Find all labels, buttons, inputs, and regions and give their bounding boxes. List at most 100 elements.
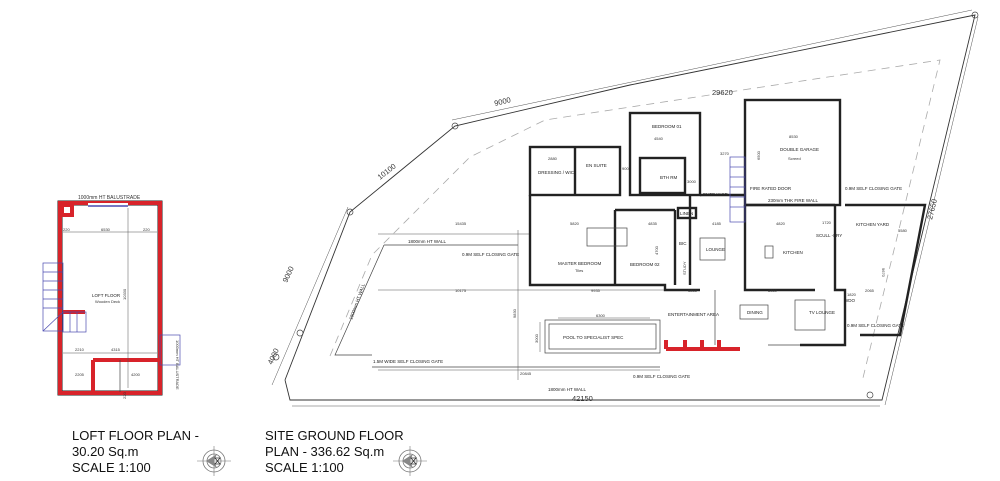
dim: 2880 — [548, 156, 558, 161]
room-label-bic: BIC — [679, 241, 687, 246]
loft-stair — [42, 262, 87, 333]
loft-balustrade-top-label: 1000mm HT BALUSTRADE — [78, 195, 141, 201]
loft-dim: 4200 — [131, 372, 141, 377]
pool — [544, 319, 661, 354]
room-label-bedroom02: BEDROOM 02 — [630, 262, 660, 267]
dim: 4835 — [648, 221, 658, 226]
boundary-dim: 42150 — [572, 394, 593, 403]
dim: 9830 — [512, 308, 517, 318]
site-plan-title: SITE GROUND FLOOR PLAN - 336.62 Sq.m SCA… — [265, 428, 404, 476]
room-label-bedroom01: BEDROOM 01 — [652, 124, 682, 129]
loft-dim: 10330 — [122, 288, 127, 300]
title-line: PLAN - 336.62 Sq.m — [265, 444, 385, 459]
room-label-study: STUDY — [682, 261, 687, 275]
pool-label: POOL TO SPECIALIST SPEC — [563, 335, 624, 340]
building-setback-line — [329, 59, 941, 383]
dim: 3000 — [687, 179, 697, 184]
dim: 2065 — [865, 288, 875, 293]
dim: 3000 — [534, 333, 539, 343]
room-label-kitchen-yard: KITCHEN YARD — [856, 222, 890, 227]
wall-note: 1800mm HT WALL — [548, 387, 587, 392]
dim: 6500 — [756, 150, 761, 160]
dim: 4540 — [654, 136, 664, 141]
dim: 1720 — [822, 220, 832, 225]
loft-dim: 6530 — [101, 227, 111, 232]
building-walls — [528, 98, 927, 347]
title-line: SCALE 1:100 — [72, 460, 151, 475]
dim: 8530 — [789, 134, 799, 139]
loft-floor-plan: 1000mm HT BALUSTRADE 6530 220 220 10330 … — [42, 195, 181, 399]
furniture — [586, 227, 826, 331]
dim: 5820 — [570, 221, 580, 226]
gate-note: 0.9M SELF CLOSING GATE — [847, 323, 904, 328]
loft-dim: 2210 — [75, 347, 85, 352]
dim: 20845 — [520, 371, 532, 376]
room-label-entrance: ENTRANCE — [703, 192, 728, 197]
dim: 6300 — [596, 313, 606, 318]
title-line: SITE GROUND FLOOR — [265, 428, 404, 443]
fire-wall-label: 230mm THK FIRE WALL — [768, 198, 819, 203]
wall-note: 1800mm HT WALL — [408, 239, 447, 244]
loft-room-label: LOFT FLOOR — [92, 293, 121, 298]
room-finish: Tiles — [575, 268, 583, 273]
room-label-ensuite: EN SUITE — [586, 163, 607, 168]
loft-plan-title: LOFT FLOOR PLAN - 30.20 Sq.m SCALE 1:100 — [72, 428, 199, 476]
room-label-lounge: LOUNGE — [706, 247, 725, 252]
room-label-tv-lounge: TV LOUNGE — [809, 310, 835, 315]
gate-note: 0.9M SELF CLOSING GATE — [845, 186, 902, 191]
room-label-scullery: SCULL -ERY — [816, 233, 842, 238]
room-label-bthrm: BTH RM — [660, 175, 678, 180]
dim: 4820 — [776, 221, 786, 226]
garage-finish: Screed — [788, 156, 801, 161]
pool-fence-left — [334, 244, 385, 356]
site-ground-floor-plan: 29620 9000 10100 9000 4000 27650 42150 — [266, 9, 979, 407]
north-arrow-icon — [197, 446, 231, 476]
dim: 15435 — [455, 221, 467, 226]
dim: 8350 — [768, 288, 778, 293]
room-label-entertainment: ENTERTAINMENT AREA — [668, 312, 719, 317]
dim: 4185 — [712, 221, 722, 226]
dim: 5855 — [688, 288, 698, 293]
fire-door-label: FIRE RATED DOOR — [750, 186, 792, 191]
room-label-kitchen: KITCHEN — [783, 250, 803, 255]
wall-note: 1800mm HT WALL — [348, 282, 366, 320]
boundary-dim: 10100 — [376, 162, 398, 182]
gate-note: 0.9M SELF CLOSING GATE — [633, 374, 690, 379]
boundary-dim: 9000 — [281, 265, 296, 284]
loft-dim: 220 — [122, 392, 127, 399]
gate-note: 1.5M WIDE SELF CLOSING GATE — [373, 359, 443, 364]
room-label-linen: LINEN — [680, 211, 693, 216]
room-label-dining: DINING — [747, 310, 763, 315]
loft-dim: 4315 — [111, 347, 121, 352]
dim: 10175 — [455, 288, 467, 293]
boundary-dim: 29620 — [712, 88, 733, 97]
room-label-garage: DOUBLE GARAGE — [780, 147, 819, 152]
room-label-master: MASTER BEDROOM — [558, 261, 602, 266]
main-stair — [729, 156, 746, 223]
boundary-dim: 9000 — [493, 95, 511, 108]
gate-note: 0.9M SELF CLOSING GATE — [462, 252, 519, 257]
loft-dim: 2205 — [75, 372, 85, 377]
loft-balustrade-side-label: 1000mm HT BALUSTRADE — [175, 340, 180, 390]
room-label-wdo: WDO — [844, 298, 855, 303]
loft-room-finish: Wooden Deck — [95, 299, 120, 304]
title-line: SCALE 1:100 — [265, 460, 344, 475]
dim: 9670 — [881, 268, 886, 278]
dim: 4700 — [654, 245, 659, 255]
dim: 900 — [622, 166, 629, 171]
title-line: 30.20 Sq.m — [72, 444, 139, 459]
loft-dim: 220 — [143, 227, 150, 232]
dim: 5580 — [898, 228, 908, 233]
dim: 3270 — [720, 151, 730, 156]
boundary-dim: 27650 — [925, 198, 939, 220]
site-boundary — [284, 14, 976, 401]
loft-dim: 220 — [63, 227, 70, 232]
north-arrow-icon — [393, 446, 427, 476]
loft-side-balustrade — [159, 334, 181, 366]
loft-column — [60, 203, 74, 217]
room-label-dressing: DRESSING / WIC — [538, 170, 575, 175]
dim: 9935 — [591, 288, 601, 293]
title-line: LOFT FLOOR PLAN - — [72, 428, 199, 443]
